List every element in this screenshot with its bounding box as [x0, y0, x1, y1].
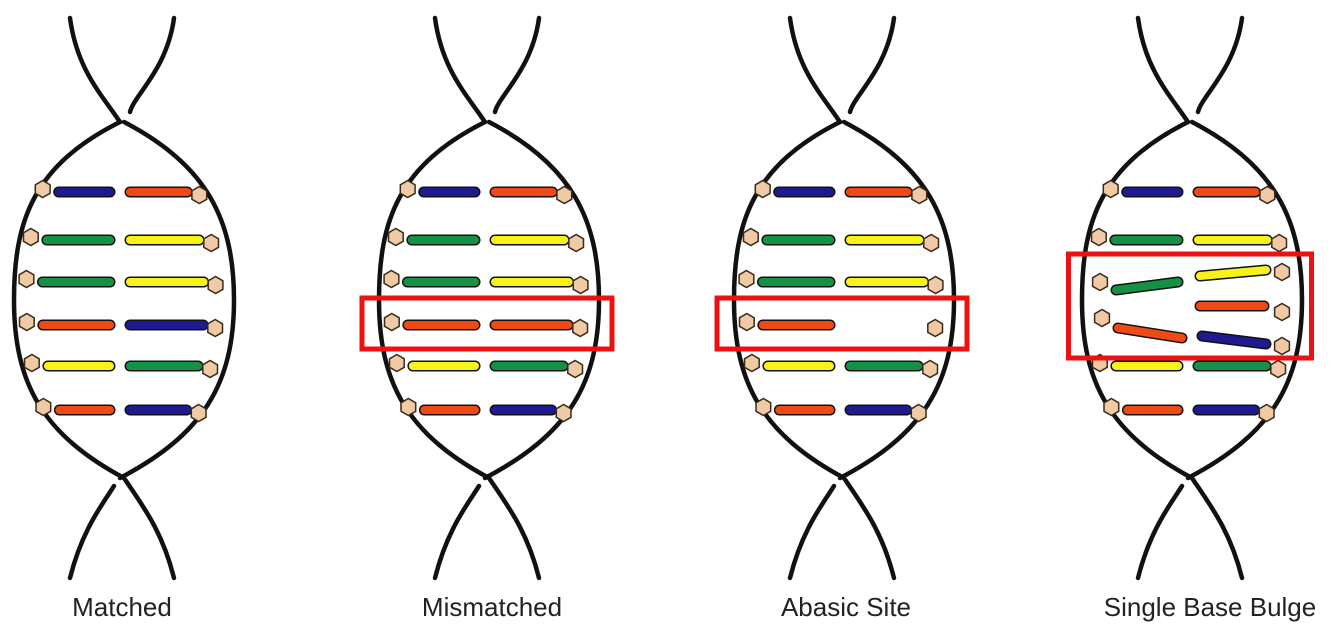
sugar-right-3	[1275, 264, 1290, 281]
strand-top-right	[130, 18, 174, 112]
sugar-right-3	[928, 277, 943, 294]
sugar-left-6	[756, 399, 771, 416]
sugar-right-1	[1260, 187, 1275, 204]
sugar-right-4	[928, 320, 943, 337]
strand-left	[14, 122, 124, 478]
strand-bottom-left	[790, 486, 834, 578]
sugar-right-5	[1271, 361, 1286, 378]
caption-abasic-site: Abasic Site	[676, 592, 1016, 623]
sugar-right-4	[573, 320, 588, 337]
sugar-right-extra	[1275, 304, 1290, 321]
strand-bottom-right	[1192, 478, 1242, 578]
sugar-right-6	[556, 405, 571, 422]
sugar-left-3	[384, 271, 399, 288]
sugar-left-1	[35, 181, 50, 198]
sugar-right-1	[912, 187, 927, 204]
strand-top-left	[790, 18, 840, 122]
strand-top-right	[495, 18, 539, 112]
strand-top-left	[70, 18, 120, 122]
sugar-left-6	[401, 399, 416, 416]
sugar-left-1	[755, 181, 770, 198]
strand-top-right	[850, 18, 894, 112]
strand-bottom-left	[1138, 486, 1182, 578]
strand-right	[1188, 122, 1302, 478]
sugar-right-3	[573, 277, 588, 294]
sugar-left-5	[25, 355, 40, 372]
sugar-left-3	[1093, 274, 1108, 291]
base-left-3	[1116, 282, 1178, 290]
helix-matched	[14, 18, 234, 578]
sugar-right-4	[1275, 338, 1290, 355]
sugar-right-5	[568, 361, 583, 378]
caption-matched: Matched	[0, 592, 292, 623]
sugar-right-1	[557, 187, 572, 204]
sugar-left-2	[744, 229, 759, 246]
strand-left	[1082, 122, 1192, 478]
base-left-4	[1118, 328, 1182, 338]
sugar-left-4	[740, 314, 755, 331]
strand-bottom-left	[435, 486, 479, 578]
sugar-left-4	[20, 314, 35, 331]
sugar-right-1	[192, 187, 207, 204]
sugar-right-6	[191, 405, 206, 422]
sugar-right-2	[1272, 235, 1287, 252]
sugar-right-2	[204, 235, 219, 252]
sugar-left-2	[1092, 229, 1107, 246]
sugar-left-1	[400, 181, 415, 198]
base-right-4	[1202, 336, 1266, 344]
sugar-left-3	[19, 271, 34, 288]
helix-mismatched	[362, 18, 612, 578]
sugar-right-3	[208, 277, 223, 294]
sugar-right-5	[923, 361, 938, 378]
strand-bottom-right	[489, 478, 539, 578]
sugar-right-6	[911, 405, 926, 422]
sugar-right-2	[569, 235, 584, 252]
sugar-left-3	[739, 271, 754, 288]
sugar-left-6	[1104, 399, 1119, 416]
sugar-left-6	[36, 399, 51, 416]
sugar-right-5	[203, 361, 218, 378]
sugar-right-6	[1259, 405, 1274, 422]
caption-mismatched: Mismatched	[322, 592, 662, 623]
sugar-left-5	[390, 355, 405, 372]
sugar-left-5	[745, 355, 760, 372]
strand-bottom-left	[70, 486, 114, 578]
strand-right	[120, 122, 234, 478]
sugar-left-1	[1103, 181, 1118, 198]
sugar-right-2	[924, 235, 939, 252]
sugar-left-2	[24, 229, 39, 246]
strand-top-right	[1198, 18, 1242, 112]
helix-abasic-site	[717, 18, 967, 578]
strand-top-left	[1138, 18, 1188, 122]
strand-bottom-right	[124, 478, 174, 578]
helix-single-base-bulge	[1069, 18, 1312, 578]
caption-single-base-bulge: Single Base Bulge	[1040, 592, 1335, 623]
strand-top-left	[435, 18, 485, 122]
sugar-left-4	[385, 314, 400, 331]
sugar-left-2	[389, 229, 404, 246]
sugar-right-4	[208, 320, 223, 337]
sugar-left-4	[1095, 310, 1110, 327]
strand-bottom-right	[844, 478, 894, 578]
